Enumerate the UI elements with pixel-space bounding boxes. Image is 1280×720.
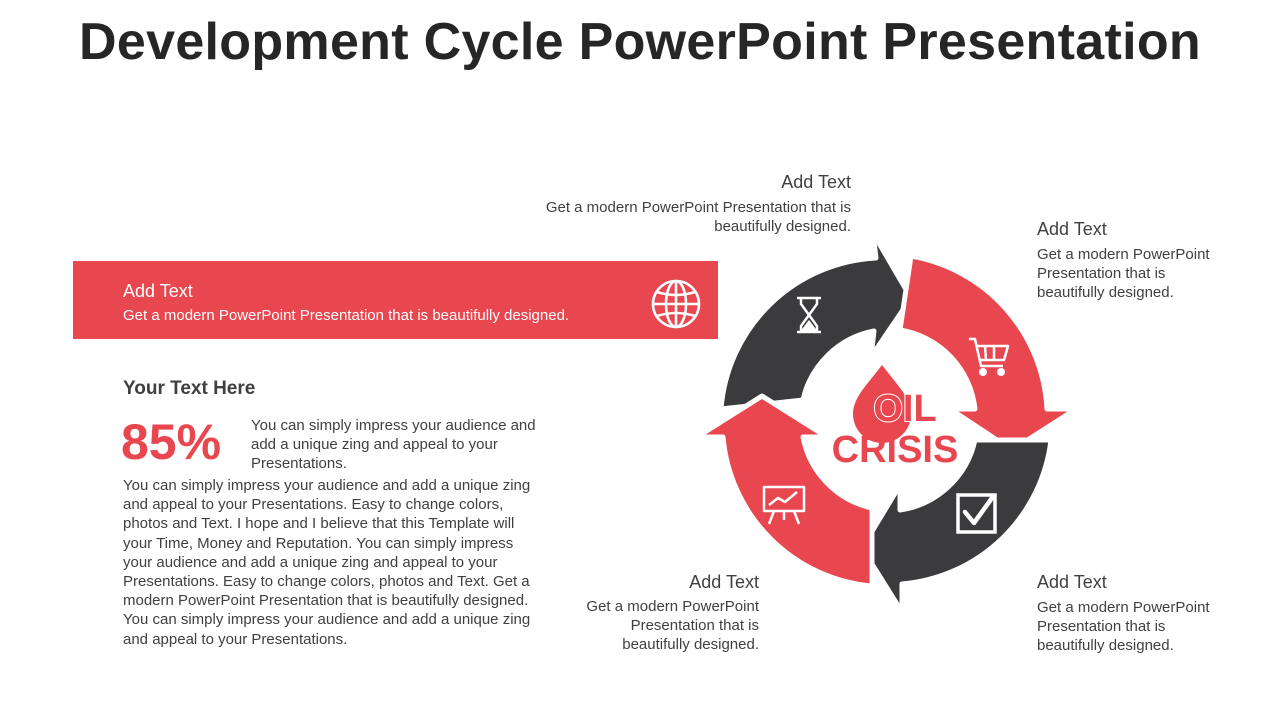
band-body: Get a modern PowerPoint Presentation tha… xyxy=(123,307,570,324)
band-heading: Add Text xyxy=(123,281,193,301)
checkbox-icon xyxy=(956,493,997,534)
top-label-body: Get a modern PowerPoint Presentation tha… xyxy=(545,199,851,235)
page-title: Development Cycle PowerPoint Presentatio… xyxy=(79,13,1201,71)
bottom-right-label-body: Get a modern PowerPoint Presentation tha… xyxy=(1037,599,1210,654)
globe-icon xyxy=(651,279,701,329)
cycle-arrow-top-right xyxy=(897,253,1079,453)
presentation-board-icon xyxy=(762,485,806,525)
top-right-label-body: Get a modern PowerPoint Presentation tha… xyxy=(1037,246,1210,301)
bottom-left-label-heading: Add Text xyxy=(689,572,759,592)
long-paragraph: You can simply impress your audience and… xyxy=(123,477,531,648)
cycle-diagram: OIL CRISIS xyxy=(694,230,1079,615)
drop-icon xyxy=(853,365,911,443)
top-label-heading: Add Text xyxy=(781,172,851,192)
bottom-left-label-body: Get a modern PowerPoint Presentation tha… xyxy=(586,598,759,653)
hourglass-icon xyxy=(797,296,821,334)
arrow-band xyxy=(73,261,718,339)
center-line-1: OIL xyxy=(873,388,936,430)
cycle-arrow-bottom-left xyxy=(694,393,875,589)
section-heading: Your Text Here xyxy=(123,378,256,399)
short-paragraph: You can simply impress your audience and… xyxy=(251,417,536,472)
percent-value: 85% xyxy=(121,414,222,470)
top-right-label-heading: Add Text xyxy=(1037,219,1107,239)
bottom-right-label-heading: Add Text xyxy=(1037,572,1107,592)
shopping-cart-icon xyxy=(969,337,1010,377)
cycle-arrow-top-left xyxy=(718,230,914,412)
center-line-2: CRISIS xyxy=(832,429,959,471)
